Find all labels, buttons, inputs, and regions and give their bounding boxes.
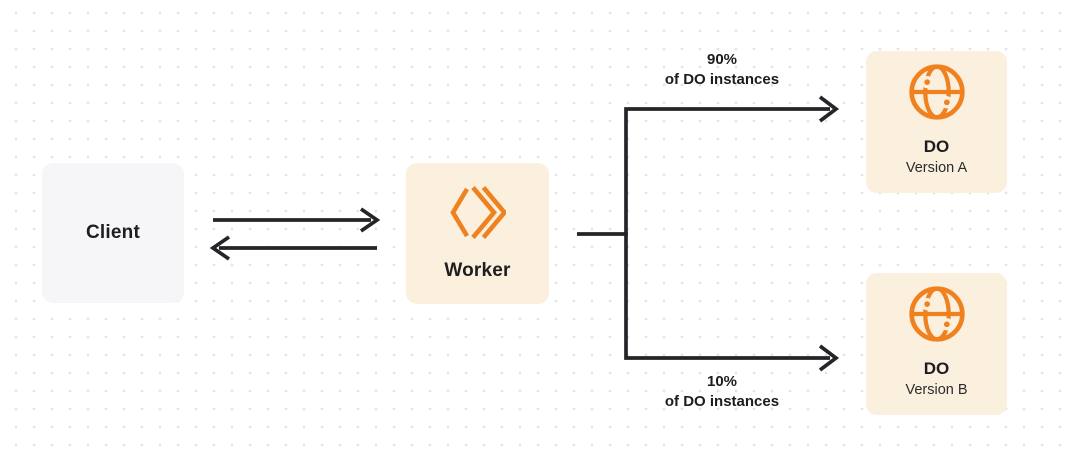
client-to-worker-arrowhead [359,207,381,233]
branch-bottom-percent: 10% [706,373,738,390]
branch-bottom-caption: of DO instances [664,393,780,410]
workers-icon [449,186,506,239]
do-version-a-node: DO Version A [866,51,1007,193]
branch-top-percent: 90% [706,51,738,68]
branch-top-line [624,107,830,236]
do-version-b-subtitle: Version B [905,382,968,398]
worker-to-client-arrowhead [209,235,231,261]
branch-top-arrowhead [818,95,840,123]
globe-dot [920,298,933,311]
globe-dot [940,318,953,331]
branch-label-bottom: 10% of DO instances [612,372,832,412]
client-label: Client [86,222,140,243]
do-version-b-title: DO [923,359,950,378]
globe-icon [908,64,965,120]
globe-dot [920,76,933,89]
do-version-a-subtitle: Version A [905,160,968,176]
branch-bottom-arrowhead [818,344,840,372]
globe-icon [908,286,965,342]
branch-top-caption: of DO instances [664,71,780,88]
worker-node: Worker [406,163,549,304]
worker-label: Worker [444,260,511,281]
branch-bottom-line [624,232,830,360]
branch-label-top: 90% of DO instances [612,50,832,90]
client-node: Client [42,163,184,303]
globe-dot [940,96,953,109]
do-version-b-node: DO Version B [866,273,1007,415]
do-version-a-title: DO [923,137,950,156]
